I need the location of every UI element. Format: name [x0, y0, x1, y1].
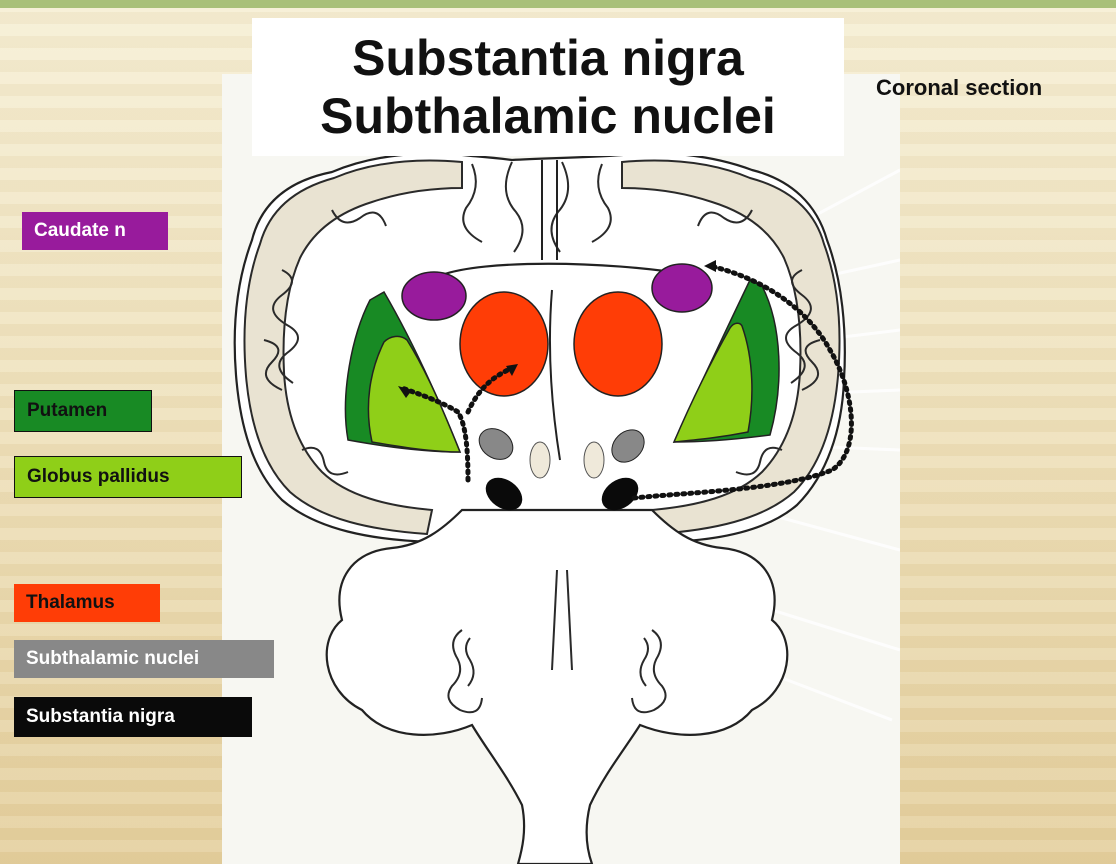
legend-substantia-nigra: Substantia nigra	[14, 697, 252, 737]
legend-caudate: Caudate n	[22, 212, 168, 250]
thalamus-right	[574, 292, 662, 396]
midbrain-oval-left	[530, 442, 550, 478]
midbrain-oval-right	[584, 442, 604, 478]
brain-diagram	[222, 150, 900, 864]
legend-thalamus: Thalamus	[14, 584, 160, 622]
title-line-1: Substantia nigra	[352, 29, 744, 87]
legend-globus-pallidus: Globus pallidus	[14, 456, 242, 498]
brainstem-cerebellum	[327, 510, 788, 864]
legend-putamen: Putamen	[14, 390, 152, 432]
caudate-right	[652, 264, 712, 312]
title-box: Substantia nigra Subthalamic nuclei	[252, 18, 844, 156]
legend-subthalamic-nuclei: Subthalamic nuclei	[14, 640, 274, 678]
title-line-2: Subthalamic nuclei	[320, 87, 776, 145]
thalamus-left	[460, 292, 548, 396]
section-label: Coronal section	[876, 75, 1042, 101]
caudate-left	[402, 272, 466, 320]
top-accent-bar	[0, 0, 1116, 8]
